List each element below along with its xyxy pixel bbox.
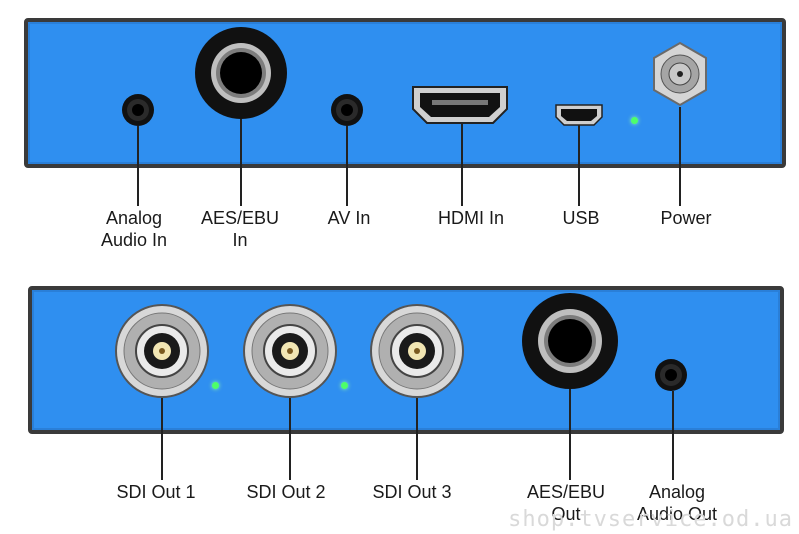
power-leader [679,107,681,206]
label-av-in: AV In [327,208,371,228]
analog-audio-in-leader [137,126,139,206]
av-in-jack-icon [331,94,363,126]
usb-port-icon [555,104,603,126]
label-sdi-out-2: SDI Out 2 [246,482,326,502]
power-jack-icon [653,41,707,107]
aes-ebu-out-leader [569,389,571,480]
sdi-out-2-leader [289,398,291,480]
sdi-out-2-bnc-icon [243,304,337,398]
sdi-out-3-leader [416,398,418,480]
label-sdi-out-3: SDI Out 3 [372,482,452,502]
sdi-out-3-bnc-icon [370,304,464,398]
label-sdi-out-1: SDI Out 1 [116,482,196,502]
analog-audio-in-jack-icon [122,94,154,126]
sdi-led-2 [341,382,348,389]
hdmi-port-icon [412,86,508,124]
analog-audio-out-jack-icon [655,359,687,391]
usb-leader [578,125,580,206]
label-power: Power [660,208,712,228]
analog-audio-out-leader [672,391,674,480]
hdmi-in-leader [461,123,463,206]
aes-ebu-in-leader [240,119,242,206]
sdi-led-1 [212,382,219,389]
label-usb: USB [562,208,600,228]
aes-ebu-out-xlr-icon [522,293,618,389]
sdi-out-1-leader [161,398,163,480]
top-status-led [631,117,638,124]
aes-ebu-in-xlr-icon [195,27,287,119]
av-in-leader [346,126,348,206]
label-hdmi-in: HDMI In [437,208,505,228]
sdi-out-1-bnc-icon [115,304,209,398]
watermark-text: shop.tvservice.od.ua [508,507,793,532]
